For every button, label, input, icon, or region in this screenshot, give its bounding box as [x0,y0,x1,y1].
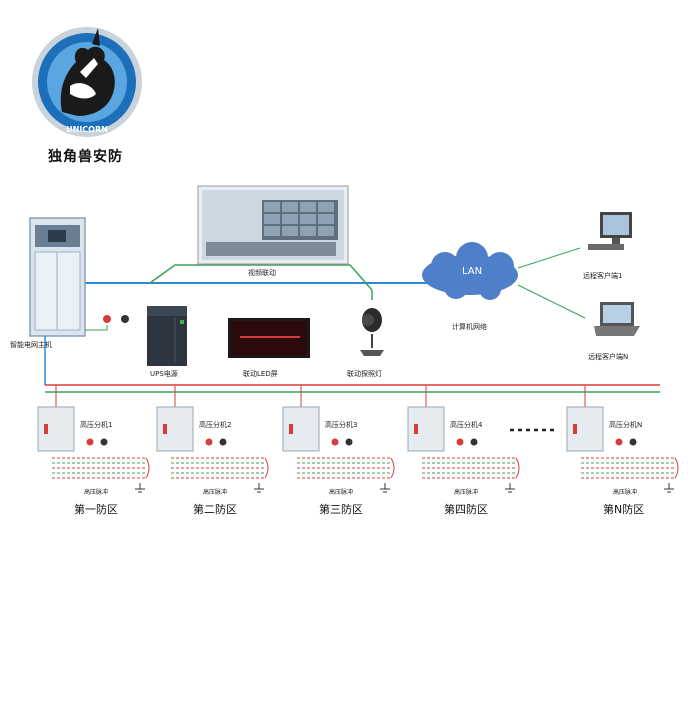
zone-label: 第N防区 [603,503,645,516]
zone-device-box [407,406,445,452]
zone-fence-label: 高压脉冲 [613,489,638,496]
host-label: 智能电网主机 [10,341,52,349]
remote-client-1-label: 远程客户端1 [583,272,623,280]
zone-device-box [156,406,194,452]
zone-device-label: 高压分机2 [199,421,232,429]
zone-device-box [282,406,320,452]
alarm-light-icon [456,438,464,446]
lan-label: LAN [462,266,483,277]
remote-client-n-label: 远程客户端N [588,353,629,361]
speaker-icon [470,438,478,446]
ground-icon [664,483,674,493]
searchlight [360,308,384,356]
speaker-icon [629,438,637,446]
brand-name: 独角兽安防 [48,149,123,165]
speaker-icon [121,315,129,323]
zone-3 [282,385,395,493]
zone-device-box [37,406,75,452]
zone-label: 第三防区 [319,503,363,516]
laptop-icon [594,302,640,336]
ground-icon [135,483,145,493]
unicorn-logo-icon: UNICORN [32,27,142,137]
speaker-icon [100,438,108,446]
video-wall-label: 视频联动 [248,269,276,277]
lan-cloud [422,242,518,300]
ups-label: UPS电源 [150,370,178,378]
ups-unit [147,306,187,366]
alarm-light-icon [205,438,213,446]
zone-label: 第二防区 [193,503,237,516]
zone-label: 第四防区 [444,503,488,516]
alarm-light-icon [103,315,111,323]
alarm-light-icon [331,438,339,446]
zone-fence-label: 高压脉冲 [329,489,354,496]
led-label: 联动LED屏 [243,370,278,378]
zone-fence-label: 高压脉冲 [203,489,228,496]
network-label: 计算机网络 [452,323,487,331]
zone-fence-label: 高压脉冲 [454,489,479,496]
led-screen [228,318,310,358]
zone-label: 第一防区 [74,503,118,516]
ground-icon [505,483,515,493]
zone-2 [156,385,269,493]
zone-device-box [566,406,604,452]
zone-1 [37,385,150,493]
desktop-computer-icon [588,212,632,250]
ground-icon [380,483,390,493]
video-wall [197,185,349,265]
zone-device-label: 高压分机3 [325,421,358,429]
zone-5 [566,385,679,493]
alarm-light-icon [86,438,94,446]
searchlight-label: 联动探照灯 [347,370,382,378]
zone-device-label: 高压分机1 [80,421,113,429]
zone-4 [407,385,520,493]
alarm-light-icon [615,438,623,446]
zone-device-label: 高压分机N [609,421,643,429]
zone-device-label: 高压分机4 [450,421,483,429]
ground-icon [254,483,264,493]
speaker-icon [345,438,353,446]
svg-text:UNICORN: UNICORN [66,125,108,134]
speaker-icon [219,438,227,446]
zone-fence-label: 高压脉冲 [84,489,109,496]
host-cabinet [29,217,86,337]
